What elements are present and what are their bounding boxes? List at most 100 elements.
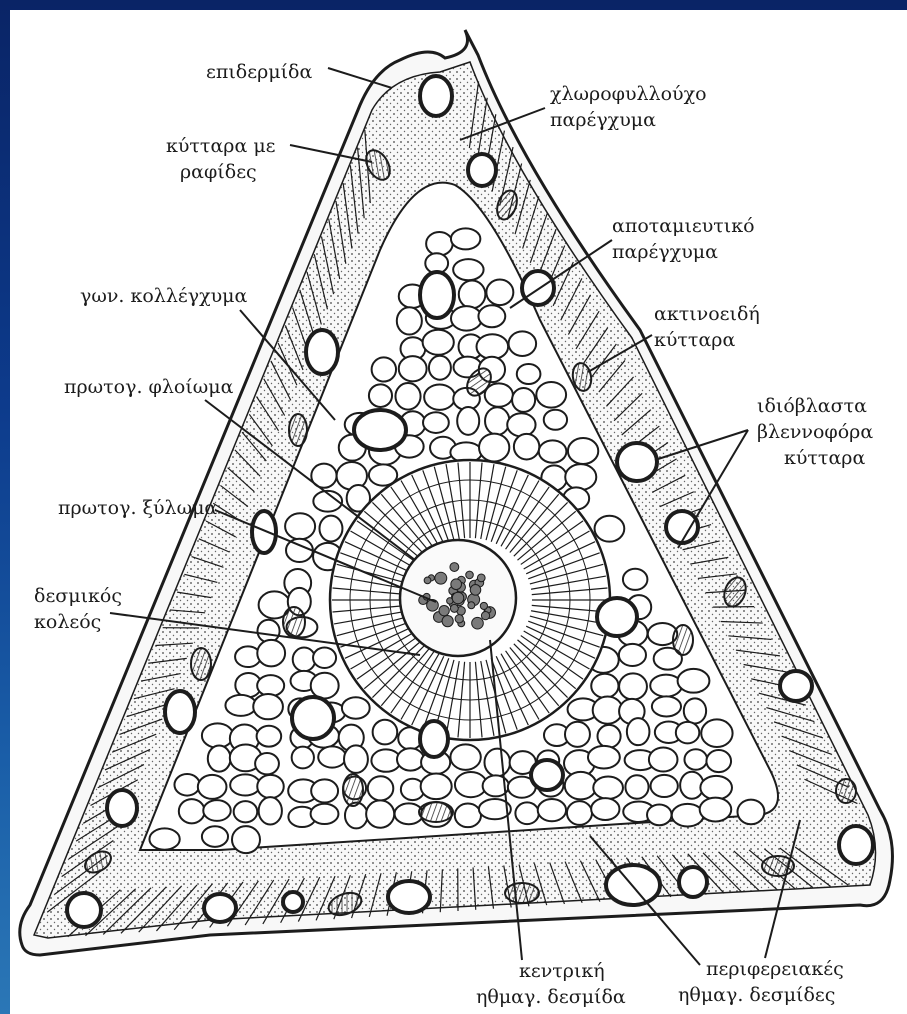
raphide-cell — [283, 607, 305, 637]
parenchyma-cell — [509, 331, 537, 356]
idioblast-cell — [597, 598, 637, 636]
label-angular-collenchyma: γων. κολλέγχυμα — [80, 285, 247, 307]
parenchyma-cell — [737, 800, 764, 825]
parenchyma-cell — [202, 826, 228, 847]
parenchyma-cell — [701, 719, 732, 747]
raphide-cell — [505, 883, 539, 903]
parenchyma-cell — [257, 640, 285, 667]
parenchyma-cell — [423, 330, 454, 355]
parenchyma-cell — [423, 412, 449, 433]
parenchyma-cell — [232, 826, 260, 853]
xylem-cell — [455, 615, 463, 623]
idioblast-cell — [67, 893, 101, 927]
parenchyma-cell — [395, 383, 420, 410]
xylem-cell — [481, 612, 489, 620]
idioblast-cell — [666, 511, 698, 543]
parenchyma-cell — [507, 413, 535, 436]
parenchyma-cell — [373, 720, 398, 745]
parenchyma-cell — [539, 440, 567, 462]
parenchyma-cell — [179, 799, 205, 823]
parenchyma-cell — [366, 800, 394, 827]
raphide-cell — [191, 648, 211, 680]
parenchyma-cell — [565, 464, 596, 490]
xylem-cell — [450, 604, 458, 612]
label-bundle-sheath-line2: κολεός — [34, 611, 101, 633]
parenchyma-cell — [369, 384, 392, 407]
central-vascular-bundle — [330, 460, 610, 740]
parenchyma-cell — [676, 722, 699, 743]
xylem-cell — [472, 617, 484, 629]
idioblast-cell — [107, 790, 137, 826]
xylem-cell — [470, 585, 481, 596]
idioblast-cell — [292, 697, 334, 739]
label-central-bundle-line2: ηθμαγ. δεσμίδα — [476, 986, 626, 1008]
xylem-cell — [424, 577, 431, 584]
parenchyma-cell — [486, 280, 513, 306]
xylem-cell — [442, 616, 453, 627]
parenchyma-cell — [208, 745, 231, 771]
idioblast-cell — [522, 271, 554, 305]
parenchyma-cell — [257, 620, 279, 643]
parenchyma-cell — [202, 723, 233, 747]
parenchyma-cell — [591, 798, 619, 820]
parenchyma-cell — [368, 776, 394, 800]
parenchyma-cell — [627, 718, 650, 745]
raphide-cell — [343, 774, 363, 806]
raphide-cell — [673, 625, 693, 655]
parenchyma-cell — [684, 749, 707, 769]
parenchyma-cell — [538, 799, 566, 821]
parenchyma-cell — [451, 306, 482, 331]
parenchyma-cell — [203, 800, 230, 821]
xylem-cell — [466, 571, 474, 579]
parenchyma-cell — [426, 232, 453, 256]
label-raphide-cells-line1: κύτταρα με — [166, 135, 276, 157]
parenchyma-cell — [399, 356, 427, 381]
parenchyma-cell — [593, 696, 623, 723]
label-idioblasts-line2: βλεννοφόρα — [757, 421, 873, 443]
parenchyma-cell — [230, 774, 260, 795]
parenchyma-cell — [651, 775, 678, 797]
parenchyma-cell — [257, 726, 282, 747]
parenchyma-cell — [544, 410, 567, 430]
label-primary-phloem: πρωτογ. φλοίωμα — [64, 376, 234, 398]
parenchyma-cell — [512, 388, 535, 412]
idioblast-cell — [617, 443, 657, 481]
parenchyma-cell — [625, 775, 648, 799]
parenchyma-cell — [453, 259, 483, 280]
xylem-cell — [480, 602, 487, 609]
parenchyma-cell — [292, 747, 314, 769]
parenchyma-cell — [451, 228, 480, 249]
parenchyma-cell — [591, 674, 618, 698]
idioblast-cell — [252, 511, 276, 553]
parenchyma-cell — [678, 669, 710, 693]
parenchyma-cell — [259, 797, 282, 824]
idioblast-cell — [780, 671, 812, 701]
parenchyma-cell — [568, 438, 598, 464]
label-central-bundle-line1: κεντρική — [519, 960, 605, 982]
raphide-cell — [419, 802, 453, 822]
label-bundle-sheath-line1: δεσμικός — [34, 585, 122, 607]
idioblast-cell — [204, 894, 236, 922]
parenchyma-cell — [652, 696, 681, 716]
parenchyma-cell — [421, 774, 452, 800]
parenchyma-cell — [455, 804, 481, 828]
idioblast-cell — [306, 330, 338, 374]
parenchyma-cell — [225, 695, 256, 716]
parenchyma-cell — [311, 779, 338, 802]
parenchyma-cell — [457, 407, 479, 435]
raphide-cell — [836, 779, 856, 803]
label-peripheral-bundles-line1: περιφερειακές — [706, 958, 844, 980]
parenchyma-cell — [595, 516, 625, 542]
label-raphide-cells-line2: ραφίδες — [180, 161, 257, 183]
parenchyma-cell — [565, 722, 590, 747]
label-idioblasts-line3: κύτταρα — [784, 447, 865, 469]
idioblast-cell — [420, 76, 452, 116]
label-peripheral-bundles-line2: ηθμαγ. δεσμίδες — [678, 984, 835, 1006]
xylem-cell — [439, 606, 449, 616]
parenchyma-cell — [619, 673, 647, 699]
label-storage-parenchyma-line2: παρέγχυμα — [612, 241, 718, 263]
parenchyma-cell — [429, 356, 451, 380]
idioblast-cell — [531, 760, 563, 790]
parenchyma-cell — [485, 407, 509, 435]
parenchyma-cell — [684, 698, 706, 723]
